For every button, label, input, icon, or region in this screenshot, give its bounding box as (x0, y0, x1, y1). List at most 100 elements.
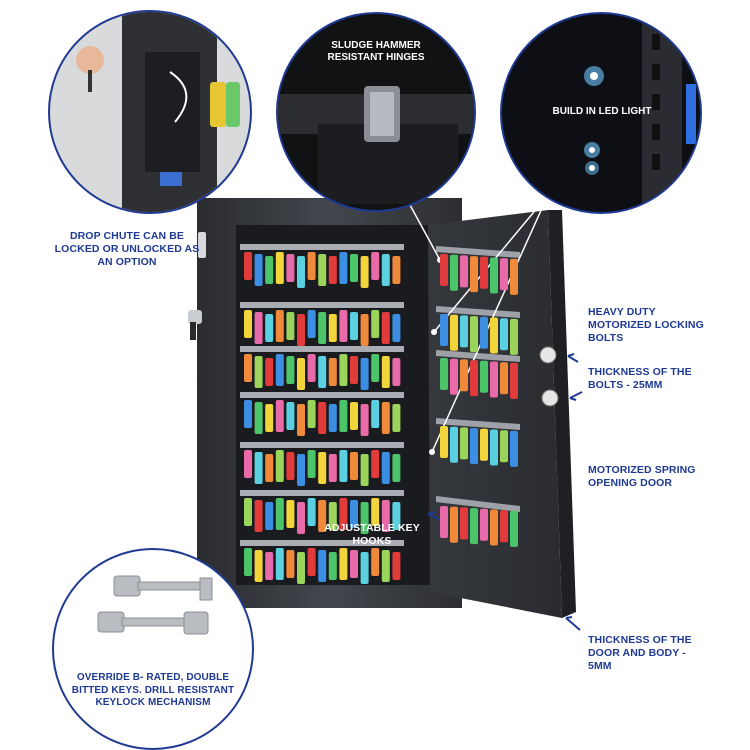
key-tag (490, 509, 498, 546)
key-tag (381, 402, 390, 434)
key-tag (275, 354, 284, 386)
key-tag (450, 506, 458, 543)
key-tag (275, 252, 284, 284)
key-tag (297, 404, 305, 436)
side-slot (198, 232, 206, 258)
key-tag (328, 256, 337, 284)
key-tag (360, 454, 369, 486)
key-tag (286, 356, 295, 384)
key-tag (275, 400, 284, 432)
key-tag (328, 314, 337, 342)
key-tag (480, 428, 488, 461)
key-tag (360, 502, 369, 534)
key-tag (392, 502, 401, 530)
key-tag (440, 314, 448, 346)
key-tag (392, 404, 401, 432)
key-tag (460, 255, 468, 288)
key-tag (265, 552, 274, 580)
key-tag (275, 548, 284, 580)
key-tag (244, 310, 252, 338)
bolt-knob-top (539, 346, 557, 364)
door-edge (548, 210, 576, 618)
key-tag (371, 252, 380, 280)
spring-door-label: MOTORIZED SPRING OPENING DOOR (588, 464, 696, 489)
key-tag (307, 450, 316, 478)
key-tag (371, 450, 380, 478)
key-tag (381, 356, 390, 388)
key-tag (350, 312, 358, 340)
key-tag (470, 316, 478, 353)
key-tag (500, 362, 508, 395)
key-tag (360, 552, 369, 584)
key-tag (244, 450, 252, 478)
key-tag (254, 500, 263, 532)
key-tag (510, 362, 518, 399)
key-tag (307, 498, 316, 526)
key-tag (307, 252, 316, 280)
key-tag (297, 314, 305, 346)
key-tag (460, 359, 468, 392)
key-tag (328, 454, 337, 482)
key-tag (244, 400, 252, 428)
key-tag (254, 254, 263, 286)
key-tag (297, 358, 305, 390)
key-tag (254, 550, 263, 582)
key-tag (318, 312, 327, 344)
key-tag (381, 550, 390, 582)
bolt-knob-bottom (541, 389, 559, 407)
key-tag (244, 252, 252, 280)
drop-chute-inset (48, 10, 252, 214)
key-tag (318, 402, 327, 434)
key-tag (510, 430, 518, 467)
key-tag (339, 548, 348, 580)
key-tag (286, 402, 295, 430)
key-tag (286, 254, 295, 282)
key-hooks-label: ADJUSTABLE KEY HOOKS (324, 522, 420, 547)
key-tag (381, 254, 390, 286)
key-tag (244, 548, 252, 576)
key-tag (450, 314, 458, 351)
key-tag (480, 256, 488, 289)
key-tag (265, 502, 274, 530)
led-light-inset: BUILD IN LED LIGHT (500, 12, 702, 214)
key-tag (297, 502, 305, 534)
key-tag (381, 500, 390, 532)
key-tag (440, 426, 448, 458)
key-tag (307, 354, 316, 382)
key-tag (450, 426, 458, 463)
key-tag (286, 312, 295, 340)
key-tag (470, 360, 478, 397)
key-tag (350, 500, 358, 528)
key-tag (490, 257, 498, 294)
key-tag (307, 310, 316, 338)
key-tag (328, 552, 337, 580)
key-tag (318, 356, 327, 388)
key-tag (360, 404, 369, 436)
key-tag (265, 454, 274, 482)
door-thickness-label: THICKNESS OF THE DOOR AND BODY - 5mm (588, 634, 692, 672)
key-tag (339, 310, 348, 342)
key-tag (297, 552, 305, 584)
key-tag (307, 548, 316, 576)
key-tag (339, 252, 348, 284)
key-tag (265, 314, 274, 342)
key-tag (318, 500, 327, 532)
key-tag (480, 360, 488, 393)
side-keylock (188, 310, 202, 324)
key-tag (286, 550, 295, 578)
key-tag (440, 254, 448, 286)
key-tag (510, 258, 518, 295)
key-tag (371, 400, 380, 428)
key-tag (339, 400, 348, 432)
key-tag (371, 354, 380, 382)
key-tag (350, 254, 358, 282)
bolt-thickness-label: THICKNESS OF THE BOLTS - 25mm (588, 366, 692, 391)
key-tag (275, 310, 284, 342)
key-tag (360, 358, 369, 390)
key-tag (360, 314, 369, 346)
key-tag (470, 256, 478, 293)
key-tag (350, 550, 358, 578)
key-tag (371, 310, 380, 338)
key-tag (392, 552, 401, 580)
drop-chute-label: DROP CHUTE CAN BE LOCKED OR UNLOCKED AS … (54, 230, 200, 268)
